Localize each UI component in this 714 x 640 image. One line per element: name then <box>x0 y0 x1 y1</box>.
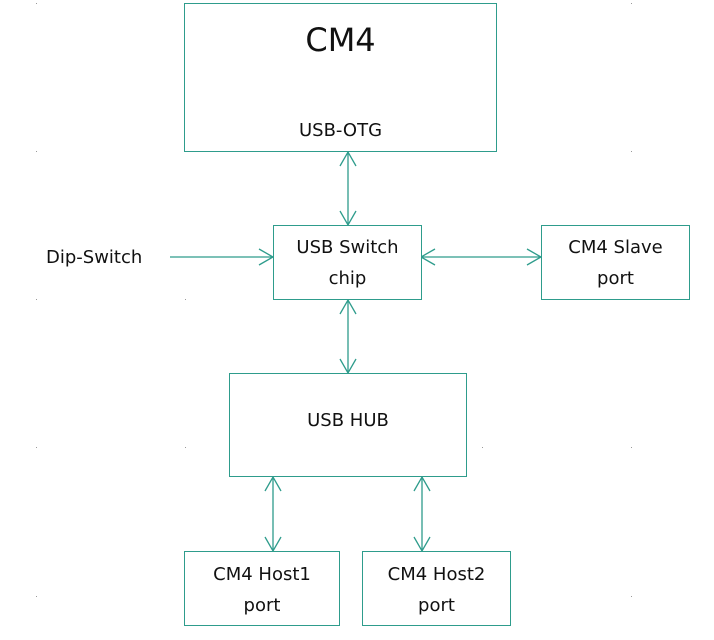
arrow-hub-host2 <box>413 475 431 553</box>
arrow-switch-hub <box>339 298 357 375</box>
arrow-dipswitch-switch <box>170 248 275 266</box>
cm4-host1-port-box: CM4 Host1 port <box>184 551 340 626</box>
usb-switch-box: USB Switch chip <box>273 225 422 300</box>
usb-switch-label-line2: chip <box>328 268 367 289</box>
arrow-hub-host1 <box>264 475 282 553</box>
cm4-title: CM4 <box>305 21 376 59</box>
cm4-host1-label-line2: port <box>243 595 281 616</box>
usb-hub-box: USB HUB <box>229 373 467 477</box>
cm4-slave-label-line1: CM4 Slave <box>568 237 663 258</box>
cm4-slave-port-box: CM4 Slave port <box>541 225 690 300</box>
cm4-slave-label-line2: port <box>597 268 634 289</box>
usb-hub-label: USB HUB <box>307 410 389 431</box>
cm4-host2-port-box: CM4 Host2 port <box>362 551 511 626</box>
cm4-host1-label-line1: CM4 Host1 <box>213 564 311 585</box>
cm4-host2-label-line2: port <box>418 595 455 616</box>
usb-otg-label: USB-OTG <box>298 120 383 141</box>
dip-switch-label: Dip-Switch <box>46 247 143 268</box>
usb-switch-label-line1: USB Switch <box>296 237 399 258</box>
arrow-cm4-switch <box>339 150 357 227</box>
arrow-switch-slave <box>419 248 543 266</box>
cm4-host2-label-line1: CM4 Host2 <box>387 564 486 585</box>
cm4-box: CM4 USB-OTG <box>184 3 497 152</box>
